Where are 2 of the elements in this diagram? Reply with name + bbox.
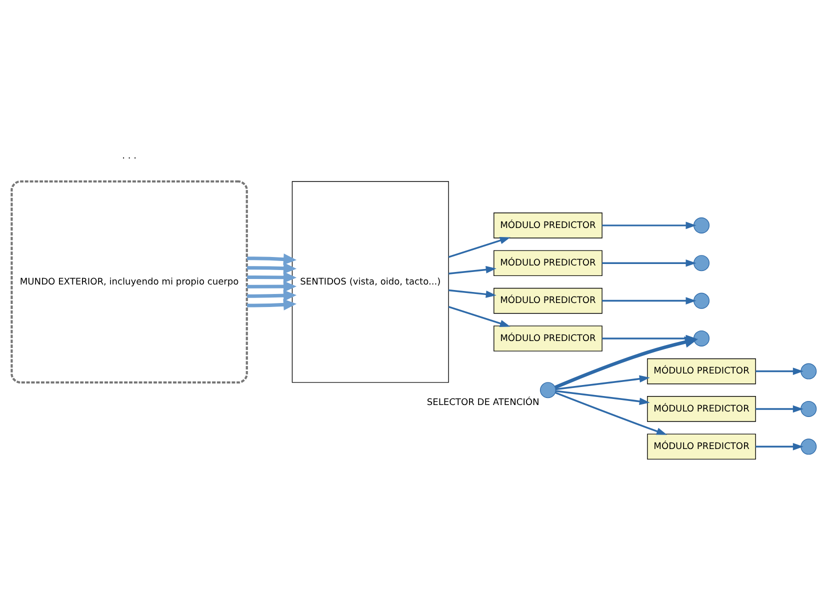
node-label: SELECTOR DE ATENCIÓN: [426, 398, 540, 408]
label: . . .: [122, 151, 136, 162]
